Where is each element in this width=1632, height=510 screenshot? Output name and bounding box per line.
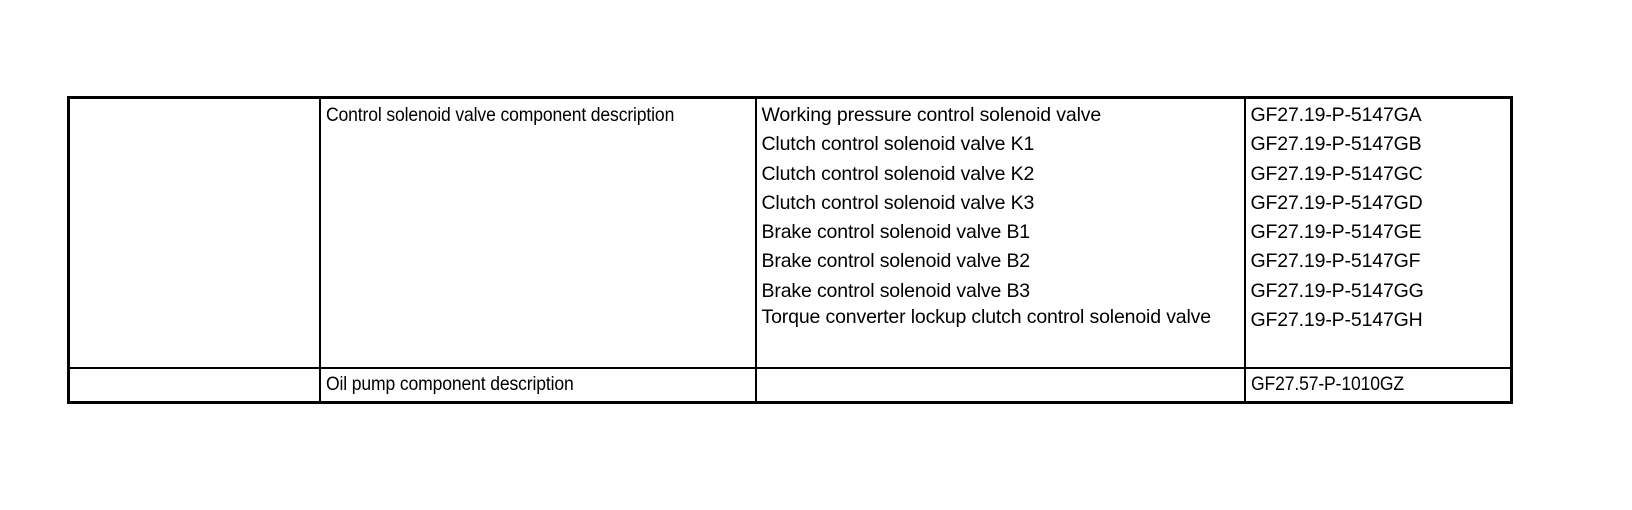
reference-code: GF27.19-P-5147GD [1250, 191, 1423, 214]
table-row: Control solenoid valve component descrip… [67, 96, 1513, 369]
reference-code: GF27.19-P-5147GG [1250, 279, 1424, 302]
list-item: Clutch control solenoid valve K3 [761, 191, 1035, 214]
list-item: Brake control solenoid valve B1 [761, 221, 1031, 244]
reference-code: GF27.19-P-5147GC [1250, 162, 1423, 185]
table-cell-description [754, 367, 1246, 405]
table-cell-spacer [67, 367, 321, 405]
list-item: Clutch control solenoid valve K1 [761, 133, 1035, 156]
table-cell-reference: GF27.57-P-1010GZ [1243, 367, 1513, 405]
table-cell-spacer [67, 96, 321, 369]
list-item: Working pressure control solenoid valve [761, 104, 1102, 126]
list-item: Clutch control solenoid valve K2 [761, 162, 1035, 185]
list-item: Brake control solenoid valve B3 [761, 279, 1031, 302]
list-item: Torque converter lockup clutch control s… [761, 306, 1212, 329]
table-cell-reference: GF27.19-P-5147GA GF27.19-P-5147GB GF27.1… [1243, 96, 1513, 369]
list-item: Brake control solenoid valve B2 [761, 250, 1031, 273]
reference-code: GF27.57-P-1010GZ [1250, 373, 1404, 395]
table-row: Oil pump component description GF27.57-P… [67, 367, 1513, 405]
reference-code: GF27.19-P-5147GF [1250, 250, 1421, 273]
table-cell-description: Working pressure control solenoid valve … [754, 96, 1246, 369]
reference-code: GF27.19-P-5147GA [1250, 104, 1422, 126]
topic-label: Control solenoid valve component descrip… [325, 104, 674, 126]
table-cell-topic: Control solenoid valve component descrip… [318, 96, 757, 369]
reference-code: GF27.19-P-5147GE [1250, 221, 1422, 244]
specification-table-container: Control solenoid valve component descrip… [67, 96, 1513, 405]
specification-table: Control solenoid valve component descrip… [67, 96, 1513, 405]
reference-code: GF27.19-P-5147GB [1250, 133, 1422, 156]
reference-list: GF27.19-P-5147GA GF27.19-P-5147GB GF27.1… [1251, 101, 1511, 335]
description-list: Working pressure control solenoid valve … [762, 101, 1244, 328]
reference-code: GF27.19-P-5147GH [1250, 309, 1423, 332]
topic-label: Oil pump component description [325, 373, 574, 395]
table-cell-topic: Oil pump component description [318, 367, 757, 405]
